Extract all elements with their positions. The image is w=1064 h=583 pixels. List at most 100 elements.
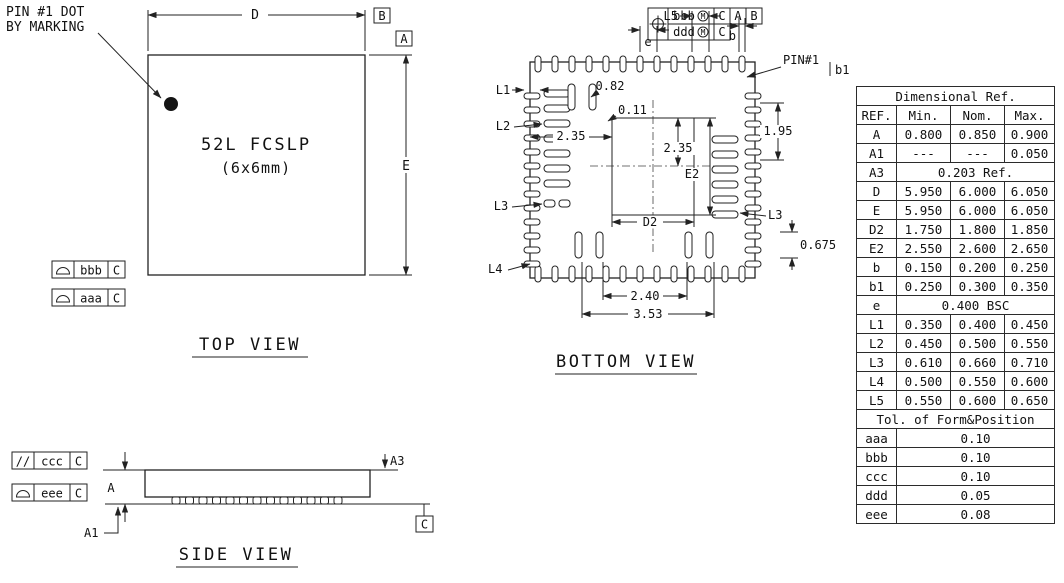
fcf-datum-label: C [718,9,725,23]
table-row: A1------0.050 [856,143,1056,163]
col-header-ref: REF. [856,105,897,125]
tolerance-title-row: Tol. of Form&Position [855,409,1056,429]
dim-l3-label: L3 [494,199,508,213]
part-size-label: (6x6mm) [221,159,291,177]
datum-b: B [373,7,391,24]
mmc-modifier-label: M [701,28,706,37]
pin1-leader-line [746,66,782,78]
dim-l4-label: L4 [488,262,502,276]
mmc-modifier-label: M [701,12,706,21]
col-header-min: Min. [896,105,951,125]
dim-b: b [727,18,757,52]
mmc-modifier-icon [697,26,709,38]
fcf-datum-label: C [75,455,82,469]
pin1-dot-icon [164,97,178,111]
bottom-view-drawing: bbb M C A B ddd M C L5 e [488,7,849,375]
profile-of-surface-icon [55,267,71,275]
profile-of-surface-icon [55,295,71,303]
dim-e2: E2 [680,117,716,216]
part-number-label: 52L FCSLP [201,135,311,155]
fcf-datum-label: C [75,487,82,501]
pin1-label: PIN#1 [783,53,819,67]
fcf-datum-label: C [113,292,120,306]
side-view-drawing: // ccc C eee C A A1 [11,451,434,568]
dim-a1-label: A1 [84,526,98,540]
fcf-datum-label: C [718,25,725,39]
dim-353-label: 3.53 [634,307,663,321]
top-view-title: TOP VIEW [199,335,301,355]
inner-right-pads [711,135,739,219]
dim-082: 0.82 [590,79,624,98]
profile-of-surface-icon [15,490,31,498]
datum-c-label: C [421,518,428,532]
fcf-profile-bbb: bbb C [51,260,126,279]
fcf-tolerance-label: bbb [80,264,102,278]
left-edge-pads [523,92,541,268]
top-edge-pads [534,55,746,73]
side-leads [171,496,343,505]
dim-l2-label: L2 [496,119,510,133]
fcf-parallelism-ccc: // ccc C [11,451,88,470]
fcf-datum-label: A [734,9,742,23]
fcf-profile-eee: eee C [11,483,88,502]
fcf-profile-aaa: aaa C [51,288,126,307]
table-header-row: REF. Min. Nom. Max. [856,105,1056,125]
dim-0675-label: 0.675 [800,238,836,252]
dim-a1: A1 [84,506,122,540]
col-header-nom: Nom. [950,105,1005,125]
pin1-leader-line [97,32,162,99]
dim-d2: D2 [611,215,695,229]
dim-235h-label: 2.35 [557,129,586,143]
dim-e-label: e [644,35,651,49]
dim-l5-label: L5 [664,9,678,23]
table-title-row: Dimensional Ref. [855,86,1056,106]
dim-e2-label: E2 [685,167,699,181]
package-body-top [147,54,366,276]
dim-l1: L1 [496,83,552,97]
bottom-view-title: BOTTOM VIEW [556,352,696,372]
dim-a-label: A [107,481,115,495]
fcf-tolerance-label: aaa [80,292,102,306]
right-edge-pads [744,92,762,268]
fcf-tolerance-label: ccc [41,455,63,469]
fcf-tolerance-label: eee [41,487,63,501]
dim-b1-label: b1 [835,63,849,77]
top-view-drawing: PIN #1 DOT BY MARKING 52L FCSLP (6x6mm) … [6,5,415,358]
dim-235-vertical: 2.35 [662,117,695,167]
tolerance-section-title: Tol. of Form&Position [855,409,1056,429]
dim-b-label: b [729,29,736,43]
datum-c: C [415,504,434,533]
datum-a: A [395,30,413,47]
exposed-pad-boundary [611,117,695,216]
dim-195: 1.95 [760,102,796,161]
dim-b1: b1 [829,62,849,77]
dim-240-label: 2.40 [631,289,660,303]
col-header-max: Max. [1003,105,1056,125]
pin1-note-line2: BY MARKING [6,20,84,35]
dim-l3-right: L3 [739,208,782,222]
datum-b-label: B [378,9,385,23]
dim-l3-left: L3 [494,199,543,213]
fcf-datum-label: C [113,264,120,278]
table-title: Dimensional Ref. [855,86,1056,106]
inner-left-pads [543,89,571,208]
